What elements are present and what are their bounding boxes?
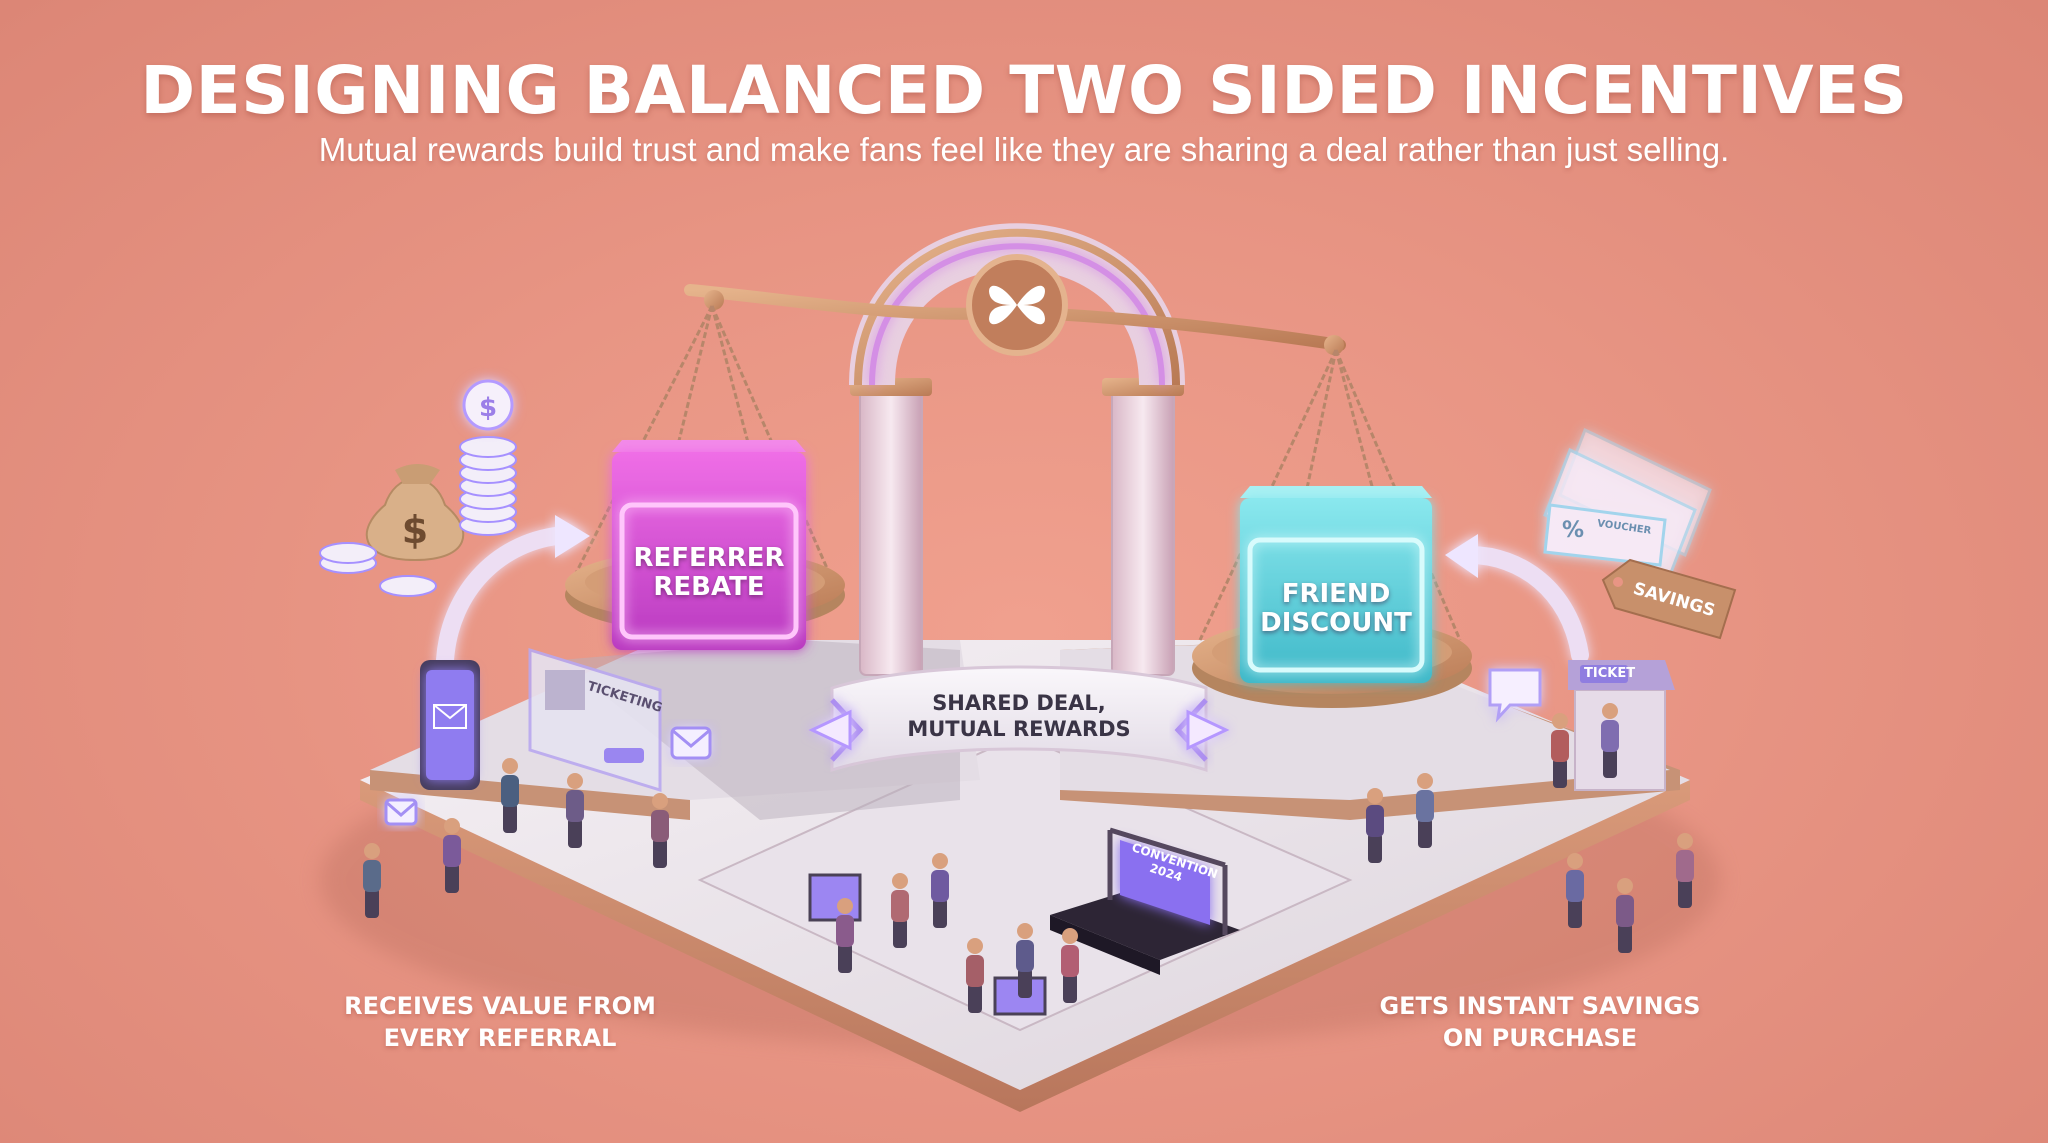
ticketing-panel (528, 647, 662, 793)
loose-coins-icon (319, 542, 437, 597)
person-figure (836, 898, 854, 973)
shared-deal-line2: MUTUAL REWARDS (907, 717, 1131, 742)
referrer-rebate-line1: REFERRER (633, 543, 785, 573)
person-figure (891, 873, 909, 948)
right-caption-line1: GETS INSTANT SAVINGS (1379, 992, 1701, 1020)
left-arrow-icon (808, 709, 852, 751)
referrer-rebate-label: REFERRER REBATE (612, 543, 806, 603)
person-figure (1601, 703, 1619, 778)
crowd-figures (363, 703, 1694, 1013)
right-curved-arrow-icon (1445, 534, 1589, 664)
person-figure (931, 853, 949, 928)
left-caption-line1: RECEIVES VALUE FROM (344, 992, 656, 1020)
mail-icon (384, 798, 418, 826)
ticket-booth-label: TICKET (1584, 666, 1636, 681)
person-figure (651, 793, 669, 868)
person-figure (1416, 773, 1434, 848)
person-figure (1551, 713, 1569, 788)
person-figure (363, 843, 381, 918)
shared-deal-label: SHARED DEAL, MUTUAL REWARDS (860, 690, 1178, 743)
person-figure (501, 758, 519, 833)
friend-discount-label: FRIEND DISCOUNT (1240, 579, 1432, 639)
shared-deal-line1: SHARED DEAL, (932, 691, 1106, 715)
referrer-rebate-box (612, 440, 806, 650)
voucher-percent-symbol: % (1562, 518, 1585, 543)
stage (1050, 827, 1240, 975)
coin-stack-icon (459, 436, 517, 536)
left-caption: RECEIVES VALUE FROM EVERY REFERRAL (300, 990, 700, 1055)
person-figure (1676, 833, 1694, 908)
money-bag-icon: $ (365, 464, 465, 562)
mail-icon (670, 726, 712, 760)
person-figure (1366, 788, 1384, 863)
voucher-tickets-icon (1543, 427, 1712, 578)
shared-deal-banner (808, 665, 1230, 773)
person-figure (1566, 853, 1584, 928)
person-figure (566, 773, 584, 848)
friend-discount-line2: DISCOUNT (1260, 608, 1412, 639)
person-figure (1016, 923, 1034, 998)
money-bag-symbol: $ (402, 508, 428, 552)
person-figure (1061, 928, 1079, 1003)
right-caption: GETS INSTANT SAVINGS ON PURCHASE (1340, 990, 1740, 1055)
left-caption-line2: EVERY REFERRAL (383, 1024, 617, 1053)
svg-text:$: $ (479, 393, 497, 423)
phone-icon (420, 660, 480, 790)
butterfly-emblem (966, 254, 1068, 356)
referrer-rebate-line2: REBATE (653, 572, 765, 603)
page-subtitle: Mutual rewards build trust and make fans… (318, 131, 1730, 168)
friend-discount-box (1240, 486, 1432, 683)
right-arrow-icon (1186, 709, 1230, 751)
person-figure (1616, 878, 1634, 953)
page-title: DESIGNING BALANCED TWO SIDED INCENTIVES (140, 52, 1908, 129)
person-figure (443, 818, 461, 893)
left-curved-arrow-icon (436, 515, 590, 669)
ticket-booth (1568, 660, 1675, 791)
chat-bubble-icon (1488, 668, 1542, 723)
floating-dollar-coin-icon: $ (462, 379, 514, 431)
savings-tag (1601, 558, 1737, 640)
right-caption-line2: ON PURCHASE (1442, 1024, 1638, 1053)
friend-discount-line1: FRIEND (1281, 579, 1391, 609)
person-figure (966, 938, 984, 1013)
